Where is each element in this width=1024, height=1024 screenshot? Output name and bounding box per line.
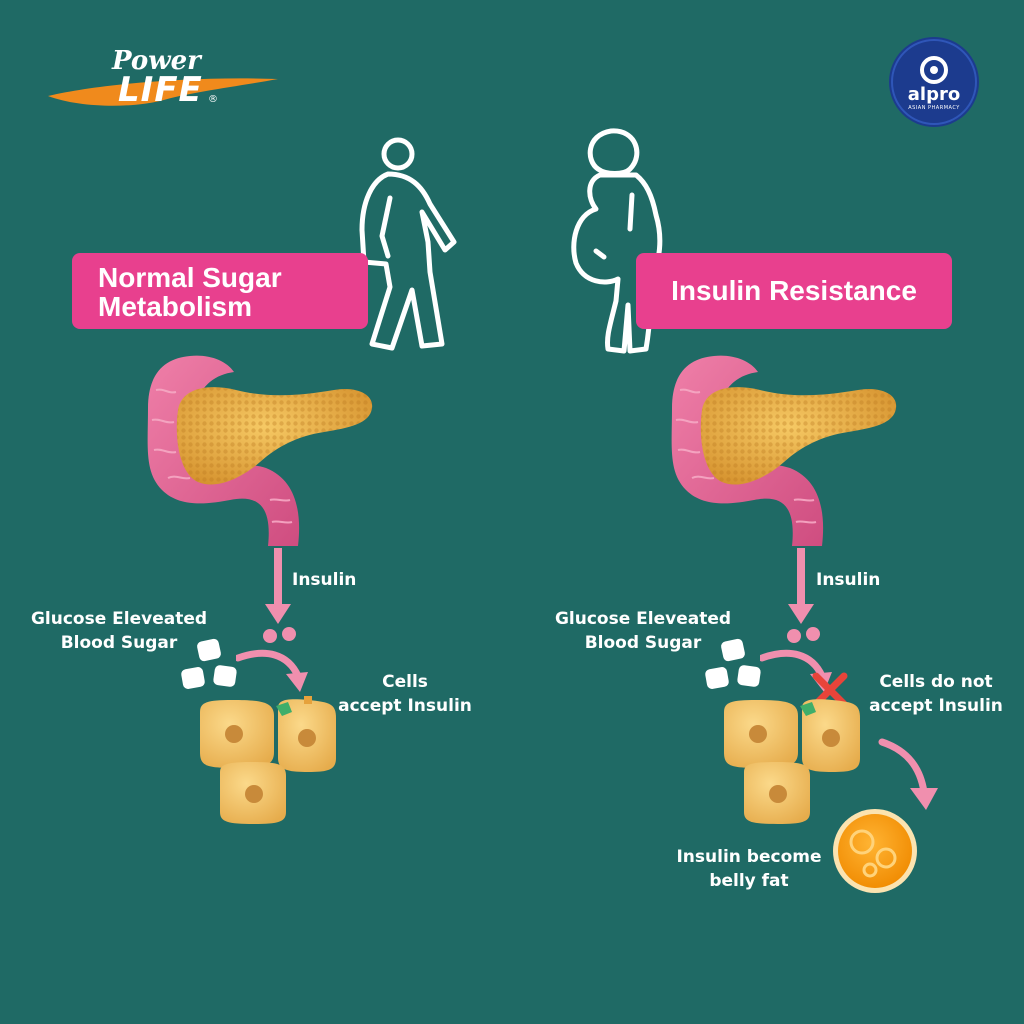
- sugar-cubes-icon: [181, 638, 237, 689]
- glucose-line-1: Glucose Eleveated: [30, 609, 208, 629]
- alpro-wordmark: alpro: [907, 84, 961, 105]
- pancreas-intestine-icon: [147, 355, 373, 546]
- glucose-line-2: Blood Sugar: [60, 633, 178, 653]
- walking-person-icon: [359, 137, 457, 351]
- glucose-line-1: Glucose Eleveated: [554, 609, 732, 629]
- insulin-arrow-icon: [788, 548, 814, 624]
- cells-accept-label: Cells accept Insulin: [332, 670, 478, 718]
- insulin-label: Insulin: [816, 570, 881, 590]
- glucose-line-2: Blood Sugar: [584, 633, 702, 653]
- power-life-logo: Power LIFE ®: [40, 46, 290, 116]
- fat-line-2: belly fat: [709, 871, 789, 891]
- cells-line-1: Cells do not: [879, 672, 993, 692]
- banner-text: Insulin Resistance: [671, 275, 917, 306]
- belly-fat-label: Insulin become belly fat: [666, 845, 832, 893]
- insulin-arrow-icon: [265, 548, 291, 624]
- sugar-cubes-icon: [705, 638, 761, 689]
- cells-line-1: Cells: [382, 672, 428, 692]
- cells-reject-label: Cells do not accept Insulin: [856, 670, 1016, 718]
- fat-cell-icon: [833, 809, 917, 893]
- cells-line-2: accept Insulin: [338, 696, 472, 716]
- logo-swoosh-icon: [48, 78, 278, 106]
- fat-line-1: Insulin become: [676, 847, 822, 867]
- cells-line-2: accept Insulin: [869, 696, 1003, 716]
- banner-line-1: Normal Sugar: [98, 262, 282, 293]
- logo-registered-mark: ®: [208, 94, 218, 105]
- cells-icon: [724, 699, 860, 824]
- normal-metabolism-banner: Normal Sugar Metabolism: [72, 253, 368, 329]
- banner-line-2: Metabolism: [98, 291, 253, 322]
- pancreas-intestine-icon: [671, 355, 897, 546]
- alpro-logo: alpro ASIAN PHARMACY: [888, 36, 980, 128]
- alpro-badge-icon: [889, 37, 979, 127]
- insulin-resistance-banner: Insulin Resistance: [636, 253, 952, 329]
- glucose-label: Glucose Eleveated Blood Sugar: [548, 607, 738, 655]
- insulin-label: Insulin: [292, 570, 357, 590]
- logo-life-text: LIFE: [118, 70, 203, 110]
- curved-arrow-down-icon: [878, 738, 938, 810]
- alpro-subtitle: ASIAN PHARMACY: [908, 105, 960, 111]
- overweight-person-icon: [571, 128, 663, 354]
- insulin-molecule-icon: [263, 627, 296, 643]
- cells-icon: [200, 696, 336, 824]
- curved-arrow-icon: [236, 649, 308, 692]
- glucose-label: Glucose Eleveated Blood Sugar: [24, 607, 214, 655]
- logo-power-text: Power: [112, 46, 201, 76]
- insulin-molecule-icon: [787, 627, 820, 643]
